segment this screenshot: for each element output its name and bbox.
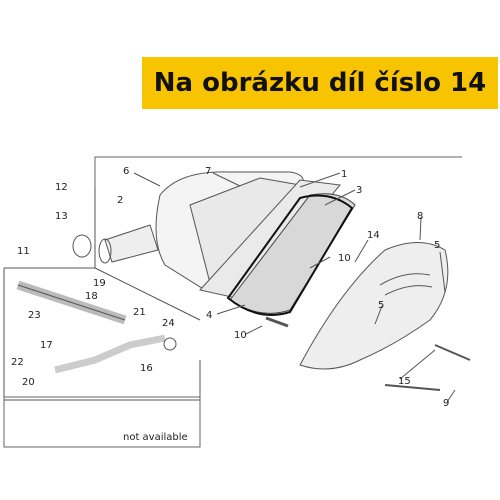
label-12: 12	[55, 182, 68, 193]
banner-text: Na obrázku díl číslo 14	[153, 68, 487, 98]
bolt-9	[384, 384, 441, 391]
label-7: 7	[205, 166, 211, 177]
hose-clamp	[72, 234, 92, 258]
label-15: 15	[398, 376, 411, 387]
part-number-banner: Na obrázku díl číslo 14	[142, 57, 498, 109]
label-22: 22	[11, 357, 24, 368]
label-19: 19	[93, 278, 106, 289]
label-14: 14	[367, 230, 380, 241]
label-3: 3	[356, 185, 362, 196]
bolt-15	[434, 344, 471, 361]
part-labels: 1 2 3 4 5 5 6 7 8 9 10 10 11 12 13 14 15…	[11, 166, 449, 443]
label-4: 4	[206, 310, 212, 321]
label-24: 24	[162, 318, 175, 329]
label-5a: 5	[434, 240, 440, 251]
corrugated-hose	[16, 280, 127, 325]
label-23: 23	[28, 310, 41, 321]
label-20: 20	[22, 377, 35, 388]
not-available-note: not available	[123, 432, 188, 443]
label-18: 18	[85, 291, 98, 302]
label-1: 1	[341, 169, 347, 180]
intake-duct	[104, 224, 159, 263]
label-10a: 10	[338, 253, 351, 264]
label-13: 13	[55, 211, 68, 222]
label-9: 9	[443, 398, 449, 409]
drain-pipe	[54, 334, 166, 374]
label-5b: 5	[378, 300, 384, 311]
label-11: 11	[17, 246, 30, 257]
label-21: 21	[133, 307, 146, 318]
highlighted-gasket-14	[226, 194, 354, 316]
not-available-box	[3, 396, 201, 448]
screw-10	[265, 316, 289, 328]
label-6: 6	[123, 166, 129, 177]
label-10b: 10	[234, 330, 247, 341]
group-bracket-12	[94, 156, 462, 188]
label-2: 2	[117, 195, 123, 206]
label-16: 16	[140, 363, 153, 374]
label-17: 17	[40, 340, 53, 351]
label-8: 8	[417, 211, 423, 222]
